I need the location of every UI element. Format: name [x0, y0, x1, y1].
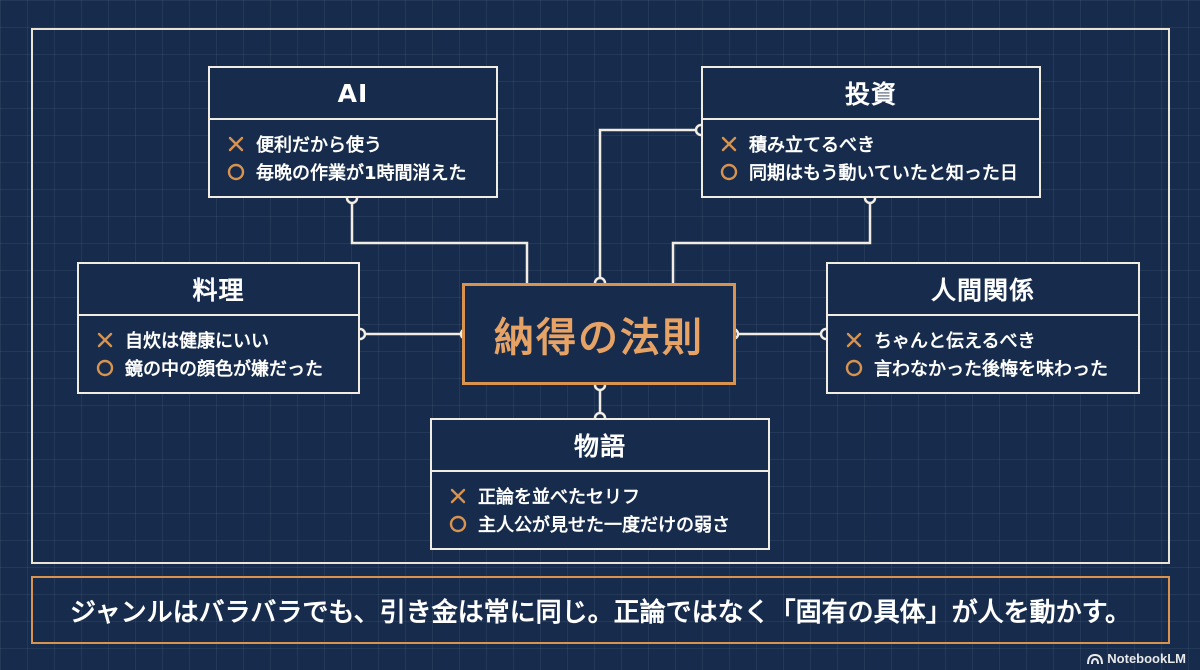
cross-mark-icon	[721, 136, 737, 152]
notebooklm-logo-icon	[1087, 653, 1104, 664]
circle-mark-icon	[720, 163, 738, 181]
cross-mark-icon	[450, 488, 466, 504]
wrong-row: 便利だから使う	[226, 130, 496, 158]
right-row: 鏡の中の顔色が嫌だった	[95, 354, 358, 382]
right-row: 言わなかった後悔を味わった	[844, 354, 1138, 382]
right-text: 同期はもう動いていたと知った日	[749, 163, 1018, 184]
card-title: 人間関係	[828, 264, 1138, 316]
card-title: 物語	[432, 420, 768, 472]
wrong-text: 正論を並べたセリフ	[478, 487, 640, 508]
card-ai: AI 便利だから使う 毎晩の作業が1時間消えた	[208, 66, 498, 198]
wrong-row: ちゃんと伝えるべき	[844, 326, 1138, 354]
summary-banner: ジャンルはバラバラでも、引き金は常に同じ。正論ではなく「固有の具体」が人を動かす…	[31, 576, 1170, 644]
circle-mark-icon	[227, 163, 245, 181]
card-relations: 人間関係 ちゃんと伝えるべき 言わなかった後悔を味わった	[826, 262, 1140, 394]
wrong-text: 積み立てるべき	[749, 135, 875, 156]
card-cooking: 料理 自炊は健康にいい 鏡の中の顔色が嫌だった	[77, 262, 360, 394]
wrong-text: ちゃんと伝えるべき	[874, 331, 1036, 352]
circle-mark-icon	[449, 515, 467, 533]
right-text: 毎晩の作業が1時間消えた	[256, 163, 467, 184]
right-text: 言わなかった後悔を味わった	[874, 359, 1108, 380]
circle-mark-icon	[96, 359, 114, 377]
card-story: 物語 正論を並べたセリフ 主人公が見せた一度だけの弱さ	[430, 418, 770, 550]
card-title: AI	[210, 68, 496, 120]
right-text: 主人公が見せた一度だけの弱さ	[478, 515, 730, 536]
card-title: 投資	[703, 68, 1039, 120]
right-row: 主人公が見せた一度だけの弱さ	[448, 510, 768, 538]
wrong-row: 正論を並べたセリフ	[448, 482, 768, 510]
blueprint-frame	[31, 28, 1170, 564]
card-title: 料理	[79, 264, 358, 316]
wrong-row: 自炊は健康にいい	[95, 326, 358, 354]
right-row: 毎晩の作業が1時間消えた	[226, 158, 496, 186]
card-invest: 投資 積み立てるべき 同期はもう動いていたと知った日	[701, 66, 1041, 198]
brand-name: NotebookLM	[1107, 651, 1186, 666]
right-text: 鏡の中の顔色が嫌だった	[125, 359, 323, 380]
cross-mark-icon	[846, 332, 862, 348]
circle-mark-icon	[845, 359, 863, 377]
wrong-text: 自炊は健康にいい	[125, 331, 269, 352]
center-title: 納得の法則	[462, 283, 736, 385]
cross-mark-icon	[228, 136, 244, 152]
cross-mark-icon	[97, 332, 113, 348]
right-row: 同期はもう動いていたと知った日	[719, 158, 1039, 186]
wrong-row: 積み立てるべき	[719, 130, 1039, 158]
brand-watermark: NotebookLM	[1087, 651, 1186, 666]
wrong-text: 便利だから使う	[256, 135, 382, 156]
